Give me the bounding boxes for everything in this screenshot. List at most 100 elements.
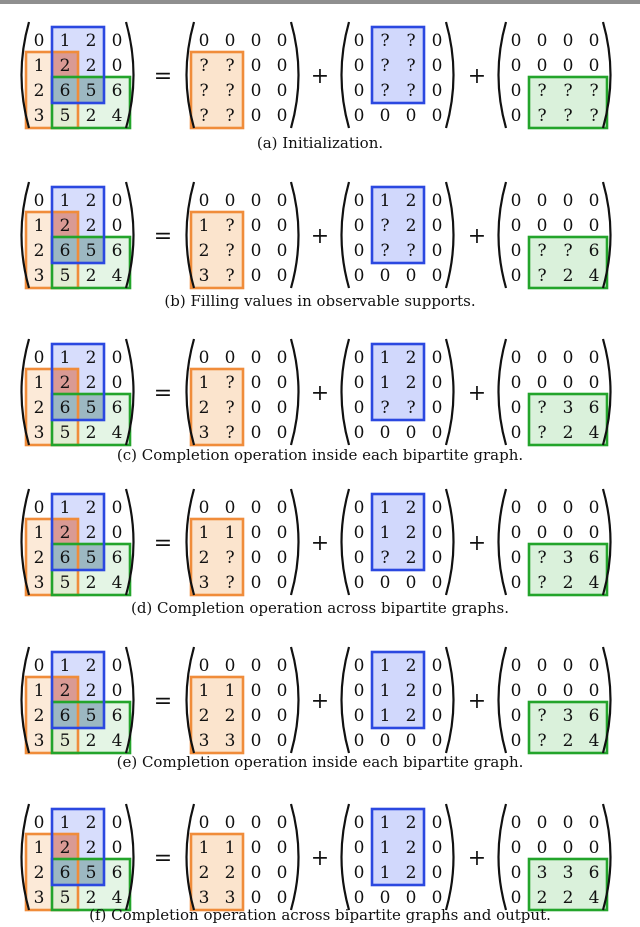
panel-caption: (b) Filling values in observable support… — [164, 292, 475, 310]
matrix-cell: 1 — [34, 216, 45, 236]
plus-sign: + — [311, 64, 329, 89]
matrix-cell: 2 — [60, 373, 71, 393]
matrix-cell: 1 — [380, 373, 391, 393]
matrix-cell: 2 — [225, 863, 236, 883]
matrix-cell: 2 — [86, 838, 97, 858]
matrix-cell: 0 — [354, 266, 365, 286]
matrix-cell: 0 — [432, 573, 443, 593]
matrix-cell: 2 — [406, 523, 417, 543]
matrix-cell: 6 — [60, 706, 71, 726]
matrix-cell: 6 — [60, 548, 71, 568]
matrix-cell: 0 — [34, 656, 45, 676]
matrix-cell: 6 — [112, 548, 123, 568]
matrix-cell: ? — [199, 106, 208, 126]
matrix-cell: 0 — [589, 681, 600, 701]
matrix-cell: 4 — [112, 731, 123, 751]
matrix-cell: ? — [199, 56, 208, 76]
matrix-cell: ? — [225, 548, 234, 568]
matrix-cell: 0 — [251, 548, 262, 568]
matrix-cell: 0 — [432, 216, 443, 236]
matrix-cell: 2 — [406, 838, 417, 858]
matrix-cell: 2 — [406, 548, 417, 568]
matrix-cell: 5 — [86, 706, 97, 726]
matrix-cell: 2 — [406, 681, 417, 701]
matrix-cell: 0 — [563, 523, 574, 543]
matrix-cell: 0 — [354, 573, 365, 593]
matrix-cell: 0 — [277, 191, 288, 211]
matrix-cell: 0 — [354, 498, 365, 518]
matrix-cell: 2 — [34, 863, 45, 883]
matrix-cell: 2 — [563, 423, 574, 443]
matrix-cell: 5 — [60, 888, 71, 908]
panel-caption: (e) Completion operation inside each bip… — [117, 753, 524, 771]
matrix-cell: 0 — [251, 523, 262, 543]
orange-component-box — [189, 517, 245, 597]
matrix-cell: 2 — [406, 813, 417, 833]
equals-sign: = — [154, 846, 172, 871]
matrix-cell: ? — [537, 548, 546, 568]
blue-support-box — [50, 492, 106, 572]
matrix-cell: 0 — [432, 31, 443, 51]
left-bracket — [20, 646, 31, 754]
right-bracket — [601, 803, 612, 911]
left-bracket — [185, 488, 196, 596]
overlap-orange-blue — [52, 519, 78, 545]
matrix-cell: 0 — [406, 573, 417, 593]
matrix-cell: 4 — [112, 423, 123, 443]
matrix-cell: 0 — [354, 863, 365, 883]
matrix-cell: 2 — [406, 863, 417, 883]
matrix-cell: 0 — [199, 498, 210, 518]
panel-caption: (c) Completion operation inside each bip… — [117, 446, 523, 464]
matrix-cell: ? — [225, 398, 234, 418]
matrix-cell: 0 — [277, 106, 288, 126]
matrix-cell: 0 — [511, 373, 522, 393]
matrix-cell: 0 — [511, 888, 522, 908]
plus-sign: + — [468, 846, 486, 871]
matrix-cell: 0 — [511, 838, 522, 858]
matrix-cell: 0 — [251, 398, 262, 418]
matrix-cell: 0 — [537, 498, 548, 518]
matrix-cell: 0 — [511, 266, 522, 286]
blue-support-box — [50, 25, 106, 105]
left-bracket — [185, 803, 196, 911]
matrix-cell: 3 — [34, 888, 45, 908]
matrix-cell: 2 — [406, 348, 417, 368]
matrix-cell: 0 — [112, 838, 123, 858]
green-component-box — [527, 392, 609, 447]
matrix-cell: 3 — [199, 266, 210, 286]
matrix-cell: 0 — [277, 681, 288, 701]
left-bracket — [185, 181, 196, 289]
equals-sign: = — [154, 531, 172, 556]
plus-sign: + — [468, 224, 486, 249]
right-bracket — [289, 338, 300, 446]
matrix-cell: 6 — [589, 548, 600, 568]
orange-component-box — [189, 367, 245, 447]
left-bracket — [497, 803, 508, 911]
matrix-cell: 0 — [225, 813, 236, 833]
overlap-orange-blue — [52, 677, 78, 703]
matrix-cell: ? — [537, 106, 546, 126]
matrix-cell: 0 — [199, 191, 210, 211]
matrix-cell: 5 — [86, 863, 97, 883]
matrix-cell: 0 — [354, 216, 365, 236]
right-bracket — [444, 488, 455, 596]
matrix-cell: 2 — [60, 56, 71, 76]
matrix-cell: 0 — [563, 681, 574, 701]
panel-caption: (a) Initialization. — [257, 134, 383, 152]
matrix-cell: 0 — [432, 56, 443, 76]
matrix-cell: 0 — [112, 56, 123, 76]
left-bracket — [497, 488, 508, 596]
right-bracket — [124, 338, 135, 446]
left-bracket — [497, 181, 508, 289]
matrix-cell: ? — [563, 106, 572, 126]
right-bracket — [124, 488, 135, 596]
matrix-cell: 0 — [511, 348, 522, 368]
matrix-cell: ? — [537, 398, 546, 418]
matrix-cell: 0 — [251, 656, 262, 676]
right-bracket — [124, 646, 135, 754]
matrix-cell: 0 — [537, 523, 548, 543]
matrix-cell: 1 — [60, 498, 71, 518]
matrix-cell: 5 — [60, 106, 71, 126]
